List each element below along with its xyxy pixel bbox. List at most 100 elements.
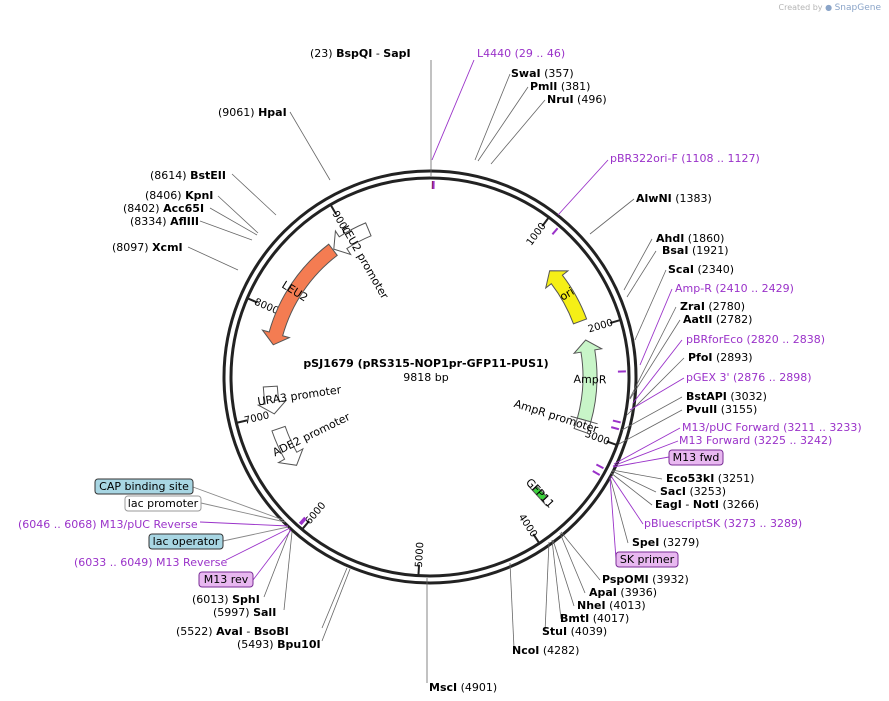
enzyme-site-spei[interactable]: SpeI (3279) — [632, 536, 699, 549]
feature-leu2[interactable] — [261, 243, 338, 346]
primer-lead-pgex-3 — [629, 377, 685, 411]
site-marker — [595, 463, 604, 470]
enzyme-site-acc65i[interactable]: (8402) Acc65I — [123, 202, 204, 215]
enzyme-site-bsai[interactable]: BsaI (1921) — [662, 244, 729, 257]
enzyme-site-bsteii[interactable]: (8614) BstEII — [150, 169, 226, 182]
enzyme-position: (2782) — [712, 313, 752, 326]
enzyme-site-scai[interactable]: ScaI (2340) — [668, 263, 734, 276]
enzyme-lead-ahdi — [623, 238, 653, 291]
enzyme-site-ahdi[interactable]: AhdI (1860) — [656, 232, 724, 245]
enzyme-name: Acc65I — [163, 202, 204, 215]
enzyme-site-apai[interactable]: ApaI (3936) — [589, 586, 657, 599]
primer-site-l4440[interactable]: L4440 (29 .. 46) — [477, 47, 565, 60]
primer-site-pbr322ori-f[interactable]: pBR322ori-F (1108 .. 1127) — [610, 152, 760, 165]
enzyme-site-bspqi[interactable]: (23) BspQI - SapI — [310, 47, 411, 60]
box-lead-m13-rev — [252, 529, 292, 581]
tick-label-2000: 2000 — [587, 318, 615, 336]
box-label-lac-operator: lac operator — [153, 535, 220, 548]
enzyme-site-sphi[interactable]: (6013) SphI — [192, 593, 260, 606]
enzyme-site-bmti[interactable]: BmtI (4017) — [560, 612, 629, 625]
feature-leu2-promoter[interactable] — [333, 222, 372, 256]
feature-ade2-promoter[interactable] — [271, 425, 304, 466]
primer-site-m13-puc-forward[interactable]: M13/pUC Forward (3211 .. 3233) — [682, 421, 862, 434]
enzyme-lead-swai — [474, 73, 511, 161]
enzyme-site-nrui[interactable]: NruI (496) — [547, 93, 607, 106]
box-lac-operator[interactable] — [148, 533, 224, 550]
tick-mark-7000 — [236, 419, 248, 424]
enzyme-name: Bpu10I — [277, 638, 321, 651]
enzyme-position: (5997) — [213, 606, 253, 619]
enzyme-site-eco53ki[interactable]: Eco53kI (3251) — [666, 472, 754, 485]
enzyme-site-msci[interactable]: MscI (4901) — [429, 681, 497, 694]
enzyme-site-aatii[interactable]: AatII (2782) — [683, 313, 752, 326]
enzyme-site-bpu10i[interactable]: (5493) Bpu10I — [237, 638, 321, 651]
enzyme-site-zrai[interactable]: ZraI (2780) — [680, 300, 745, 313]
enzyme-position: (23) — [310, 47, 336, 60]
enzyme-lead-sphi — [263, 529, 291, 598]
enzyme-site-swai[interactable]: SwaI (357) — [511, 67, 574, 80]
feature-ampr[interactable] — [572, 339, 604, 423]
feature-ampr-promoter[interactable] — [570, 415, 598, 434]
enzyme-name: PmlI — [530, 80, 557, 93]
backbone-ring — [222, 169, 638, 585]
enzyme-position: (3253) — [686, 485, 726, 498]
primer-lead-pbrforeco — [632, 339, 683, 404]
feature-gfp11[interactable] — [527, 484, 548, 507]
enzyme-position: (3251) — [714, 472, 754, 485]
enzyme-name: PspOMI — [602, 573, 649, 586]
box-label-cap-binding-site: CAP binding site — [99, 480, 189, 493]
tick-mark-9000 — [329, 204, 337, 215]
enzyme-name: KpnI — [185, 189, 213, 202]
enzyme-name: AlwNI — [636, 192, 672, 205]
enzyme-site-bstapi[interactable]: BstAPI (3032) — [686, 390, 767, 403]
enzyme-name: AatII — [683, 313, 712, 326]
primer-site-m13-puc-reverse[interactable]: (6046 .. 6068) M13/pUC Reverse — [18, 518, 198, 531]
enzyme-site-afliii[interactable]: (8334) AflIII — [130, 215, 199, 228]
feature-ori[interactable] — [544, 270, 588, 325]
enzyme-lead-aatii — [629, 319, 681, 400]
site-marker — [300, 517, 307, 526]
tick-label-4000: 4000 — [516, 512, 539, 539]
enzyme-site-pmli[interactable]: PmlI (381) — [530, 80, 590, 93]
tick-mark-4000 — [532, 533, 541, 544]
box-sk-primer[interactable] — [615, 551, 679, 568]
enzyme-position: (4013) — [606, 599, 646, 612]
box-m13-fwd[interactable] — [668, 449, 724, 466]
enzyme-site-eagi[interactable]: EagI - NotI (3266) — [655, 498, 759, 511]
primer-site-m13-reverse[interactable]: (6033 .. 6049) M13 Reverse — [74, 556, 227, 569]
primer-lead-pbr322ori-f — [557, 159, 609, 216]
primer-lead-m13-puc-forward — [613, 427, 681, 465]
enzyme-site-avai[interactable]: (5522) AvaI - BsoBI — [176, 625, 289, 638]
enzyme-position: (4901) — [457, 681, 497, 694]
enzyme-site-stui[interactable]: StuI (4039) — [542, 625, 607, 638]
primer-lead-l4440 — [431, 59, 475, 161]
enzyme-site-saci[interactable]: SacI (3253) — [660, 485, 726, 498]
primer-site-m13-forward[interactable]: M13 Forward (3225 .. 3242) — [679, 434, 832, 447]
site-marker — [612, 419, 621, 424]
enzyme-site-pspomi[interactable]: PspOMI (3932) — [602, 573, 689, 586]
enzyme-site-xcmi[interactable]: (8097) XcmI — [112, 241, 183, 254]
feature-label-ori: ori — [557, 285, 576, 304]
enzyme-site-sali[interactable]: (5997) SalI — [213, 606, 276, 619]
box-lac-promoter[interactable] — [124, 495, 202, 512]
enzyme-position: (6013) — [192, 593, 232, 606]
primer-site-pgex-3[interactable]: pGEX 3' (2876 .. 2898) — [686, 371, 812, 384]
enzyme-site-hpai[interactable]: (9061) HpaI — [218, 106, 287, 119]
box-cap-binding-site[interactable] — [94, 478, 194, 495]
enzyme-site-nhei[interactable]: NheI (4013) — [577, 599, 646, 612]
primer-site-pbluescriptsk[interactable]: pBluescriptSK (3273 .. 3289) — [644, 517, 802, 530]
enzyme-name: ZraI — [680, 300, 705, 313]
box-m13-rev[interactable] — [198, 571, 254, 588]
box-lead-lac-operator — [222, 526, 289, 542]
primer-site-amp-r[interactable]: Amp-R (2410 .. 2429) — [675, 282, 794, 295]
primer-site-pbrforeco[interactable]: pBRforEco (2820 .. 2838) — [686, 333, 825, 346]
enzyme-site-ncoi[interactable]: NcoI (4282) — [512, 644, 579, 657]
enzyme-lead-pvuii — [618, 409, 683, 445]
enzyme-site-alwni[interactable]: AlwNI (1383) — [636, 192, 712, 205]
feature-ura3-promoter[interactable] — [256, 385, 288, 415]
enzyme-site-kpni[interactable]: (8406) KpnI — [145, 189, 213, 202]
enzyme-position: (2893) — [713, 351, 753, 364]
enzyme-site-pfoi[interactable]: PfoI (2893) — [688, 351, 753, 364]
enzyme-site-pvuii[interactable]: PvuII (3155) — [686, 403, 757, 416]
enzyme-lead-bsteii — [231, 173, 277, 216]
